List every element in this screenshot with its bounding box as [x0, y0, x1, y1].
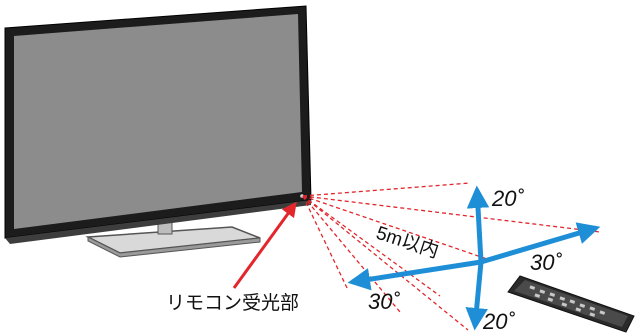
dashed-line-left-lower	[302, 195, 349, 291]
dashed-line-up	[302, 182, 471, 197]
tv	[4, 5, 312, 258]
sensor-pointer-arrow	[232, 201, 297, 289]
angle-label-right: 30˚	[530, 250, 562, 275]
tv-stand-base-edge	[87, 236, 261, 258]
dashed-line-lower	[302, 195, 401, 313]
dashed-line-bottom	[302, 195, 469, 331]
angle-label-top: 20˚	[491, 186, 524, 211]
dashed-line-lower-right	[302, 195, 441, 297]
remote-buttons	[529, 285, 606, 317]
tv-screen	[14, 14, 302, 229]
angle-label-left: 30˚	[368, 289, 400, 314]
dashed-line-upper-right	[302, 195, 601, 233]
tv-bezel-side	[5, 200, 311, 244]
dashed-line-center	[302, 195, 491, 261]
remote-control	[507, 275, 635, 333]
distance-label: 5m以内	[373, 222, 441, 263]
ir-sensor-label: リモコン受光部	[166, 292, 299, 314]
arrow-vertical-down	[465, 261, 488, 331]
arrow-horizontal-right	[480, 222, 601, 265]
reception-range-lines	[302, 182, 601, 331]
angle-arrows	[347, 185, 601, 331]
arrow-horizontal-left	[347, 259, 482, 291]
arrow-vertical-up	[466, 185, 490, 263]
angle-label-bottom: 20˚	[482, 309, 515, 333]
